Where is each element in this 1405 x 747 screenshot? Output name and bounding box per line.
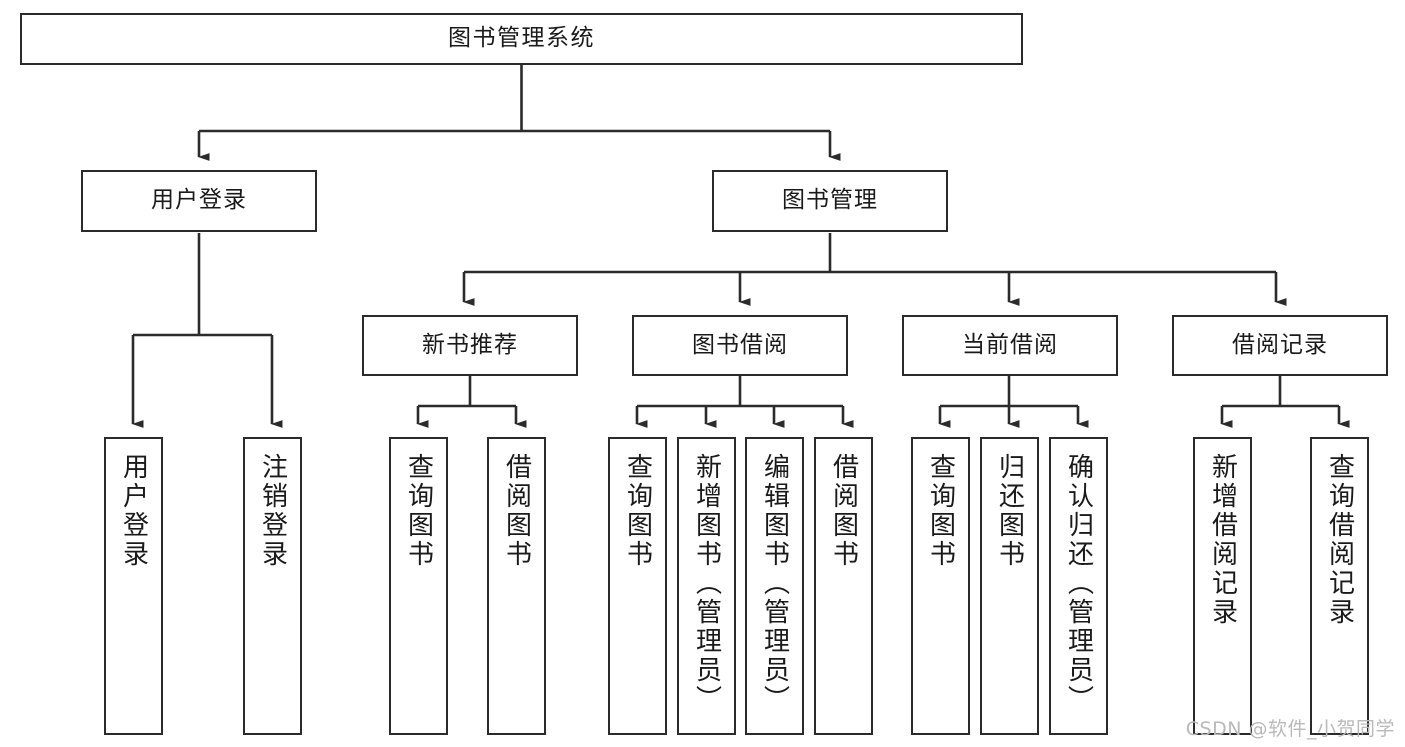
node-leaf-add-borrow-record[interactable]: 新增借阅记录 xyxy=(1193,437,1252,735)
node-leaf-add-book-admin[interactable]: 新增图书（管理员） xyxy=(677,437,736,735)
node-leaf-confirm-return-admin[interactable]: 确认归还（管理员） xyxy=(1049,437,1108,735)
node-leaf-borrow-query-books[interactable]: 查询图书 xyxy=(608,437,667,735)
node-leaf-logout-label: 注销登录 xyxy=(257,453,288,569)
node-leaf-newbook-borrow-books-label: 借阅图书 xyxy=(501,453,532,569)
node-leaf-return-books-label: 归还图书 xyxy=(994,453,1025,569)
node-leaf-query-borrow-record[interactable]: 查询借阅记录 xyxy=(1310,437,1369,735)
node-new-book-recommendation[interactable]: 新书推荐 xyxy=(362,315,578,376)
node-current-borrowing[interactable]: 当前借阅 xyxy=(902,315,1118,376)
node-root-library-management-system[interactable]: 图书管理系统 xyxy=(20,13,1023,65)
node-borrowing-records-label: 借阅记录 xyxy=(1232,331,1328,358)
node-book-management-label: 图书管理 xyxy=(782,187,878,214)
node-leaf-newbook-borrow-books[interactable]: 借阅图书 xyxy=(487,437,546,735)
node-borrowing-records[interactable]: 借阅记录 xyxy=(1172,315,1388,376)
node-leaf-user-login[interactable]: 用户登录 xyxy=(104,437,163,735)
node-user-login-label: 用户登录 xyxy=(151,187,247,214)
node-leaf-current-query-books[interactable]: 查询图书 xyxy=(911,437,970,735)
node-leaf-newbook-query-books-label: 查询图书 xyxy=(403,453,434,569)
node-leaf-newbook-query-books[interactable]: 查询图书 xyxy=(389,437,448,735)
node-leaf-logout[interactable]: 注销登录 xyxy=(243,437,302,735)
node-new-book-recommendation-label: 新书推荐 xyxy=(422,331,518,358)
node-leaf-confirm-return-admin-label: 确认归还（管理员） xyxy=(1063,453,1094,714)
node-leaf-borrow-books-label: 借阅图书 xyxy=(828,453,859,569)
node-user-login[interactable]: 用户登录 xyxy=(81,170,317,232)
node-leaf-user-login-label: 用户登录 xyxy=(118,453,149,569)
csdn-watermark: CSDN @软件_小贺同学 xyxy=(1185,718,1395,740)
node-leaf-borrow-query-books-label: 查询图书 xyxy=(622,453,653,569)
node-leaf-query-borrow-record-label: 查询借阅记录 xyxy=(1324,453,1355,627)
node-leaf-borrow-books[interactable]: 借阅图书 xyxy=(814,437,873,735)
node-leaf-edit-book-admin-label: 编辑图书（管理员） xyxy=(759,453,790,714)
node-book-borrowing-label: 图书借阅 xyxy=(692,331,788,358)
node-book-borrowing[interactable]: 图书借阅 xyxy=(632,315,848,376)
node-root-label: 图书管理系统 xyxy=(448,25,595,52)
node-current-borrowing-label: 当前借阅 xyxy=(962,331,1058,358)
node-book-management[interactable]: 图书管理 xyxy=(712,170,948,232)
node-leaf-add-book-admin-label: 新增图书（管理员） xyxy=(691,453,722,714)
node-leaf-add-borrow-record-label: 新增借阅记录 xyxy=(1207,453,1238,627)
node-leaf-current-query-books-label: 查询图书 xyxy=(925,453,956,569)
node-leaf-edit-book-admin[interactable]: 编辑图书（管理员） xyxy=(745,437,804,735)
node-leaf-return-books[interactable]: 归还图书 xyxy=(980,437,1039,735)
